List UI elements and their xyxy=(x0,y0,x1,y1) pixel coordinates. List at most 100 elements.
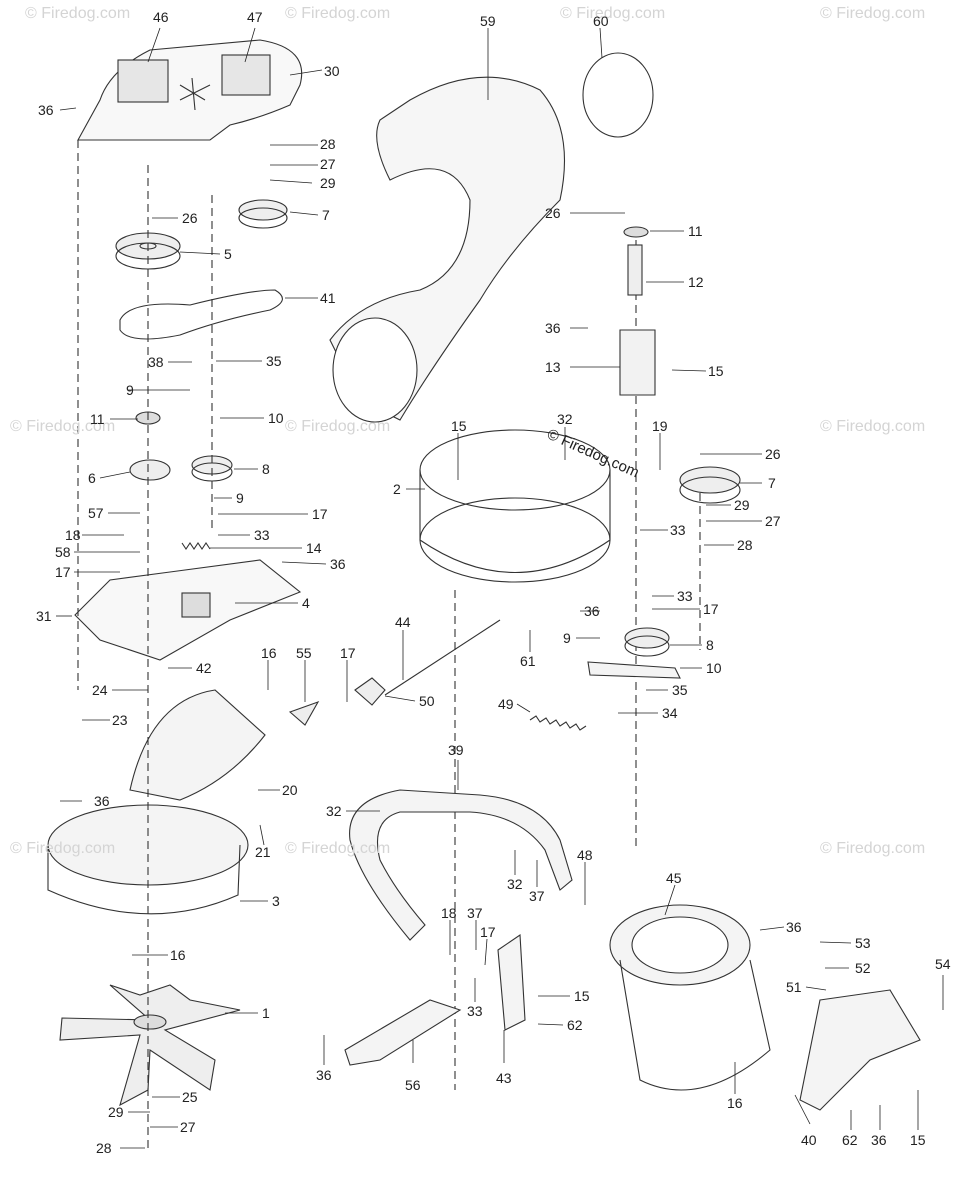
part-label-48[interactable]: 48 xyxy=(577,847,593,863)
part-label-26[interactable]: 26 xyxy=(545,205,561,221)
part-label-10[interactable]: 10 xyxy=(268,410,284,426)
part-label-39[interactable]: 39 xyxy=(448,742,464,758)
part-label-7[interactable]: 7 xyxy=(768,475,776,491)
part-label-15[interactable]: 15 xyxy=(910,1132,926,1148)
part-label-36[interactable]: 36 xyxy=(584,603,600,619)
part-label-41[interactable]: 41 xyxy=(320,290,336,306)
part-label-61[interactable]: 61 xyxy=(520,653,536,669)
part-label-36[interactable]: 36 xyxy=(545,320,561,336)
part-label-44[interactable]: 44 xyxy=(395,614,411,630)
part-label-36[interactable]: 36 xyxy=(94,793,110,809)
part-label-17[interactable]: 17 xyxy=(703,601,719,617)
part-label-49[interactable]: 49 xyxy=(498,696,514,712)
part-label-32[interactable]: 32 xyxy=(326,803,342,819)
part-label-31[interactable]: 31 xyxy=(36,608,52,624)
part-label-28[interactable]: 28 xyxy=(320,136,336,152)
part-label-62[interactable]: 62 xyxy=(842,1132,858,1148)
part-label-58[interactable]: 58 xyxy=(55,544,71,560)
part-label-51[interactable]: 51 xyxy=(786,979,802,995)
part-label-36[interactable]: 36 xyxy=(786,919,802,935)
part-label-9[interactable]: 9 xyxy=(236,490,244,506)
part-label-19[interactable]: 19 xyxy=(652,418,668,434)
part-label-26[interactable]: 26 xyxy=(182,210,198,226)
part-label-59[interactable]: 59 xyxy=(480,13,496,29)
part-label-55[interactable]: 55 xyxy=(296,645,312,661)
part-label-29[interactable]: 29 xyxy=(320,175,336,191)
part-label-33[interactable]: 33 xyxy=(670,522,686,538)
part-label-50[interactable]: 50 xyxy=(419,693,435,709)
part-label-18[interactable]: 18 xyxy=(441,905,457,921)
part-label-29[interactable]: 29 xyxy=(734,497,750,513)
part-label-36[interactable]: 36 xyxy=(871,1132,887,1148)
part-label-27[interactable]: 27 xyxy=(765,513,781,529)
part-label-36[interactable]: 36 xyxy=(38,102,54,118)
part-label-13[interactable]: 13 xyxy=(545,359,561,375)
part-label-5[interactable]: 5 xyxy=(224,246,232,262)
part-label-11[interactable]: 11 xyxy=(688,223,703,239)
part-label-18[interactable]: 18 xyxy=(65,527,81,543)
part-label-30[interactable]: 30 xyxy=(324,63,340,79)
part-label-11[interactable]: 11 xyxy=(90,411,105,427)
part-label-45[interactable]: 45 xyxy=(666,870,682,886)
part-label-60[interactable]: 60 xyxy=(593,13,609,29)
part-label-12[interactable]: 12 xyxy=(688,274,704,290)
part-label-26[interactable]: 26 xyxy=(765,446,781,462)
part-label-32[interactable]: 32 xyxy=(557,411,573,427)
part-label-57[interactable]: 57 xyxy=(88,505,104,521)
part-label-38[interactable]: 38 xyxy=(148,354,164,370)
part-label-17[interactable]: 17 xyxy=(340,645,356,661)
part-label-15[interactable]: 15 xyxy=(708,363,724,379)
part-label-9[interactable]: 9 xyxy=(563,630,571,646)
part-label-36[interactable]: 36 xyxy=(330,556,346,572)
part-label-8[interactable]: 8 xyxy=(706,637,714,653)
part-label-8[interactable]: 8 xyxy=(262,461,270,477)
part-label-9[interactable]: 9 xyxy=(126,382,134,398)
part-label-33[interactable]: 33 xyxy=(677,588,693,604)
part-label-15[interactable]: 15 xyxy=(574,988,590,1004)
part-label-27[interactable]: 27 xyxy=(320,156,336,172)
part-label-1[interactable]: 1 xyxy=(262,1005,270,1021)
part-label-33[interactable]: 33 xyxy=(254,527,270,543)
part-label-17[interactable]: 17 xyxy=(312,506,328,522)
part-label-16[interactable]: 16 xyxy=(261,645,277,661)
part-label-42[interactable]: 42 xyxy=(196,660,212,676)
part-label-16[interactable]: 16 xyxy=(170,947,186,963)
part-label-2[interactable]: 2 xyxy=(393,481,401,497)
part-label-32[interactable]: 32 xyxy=(507,876,523,892)
part-label-17[interactable]: 17 xyxy=(55,564,71,580)
part-label-36[interactable]: 36 xyxy=(316,1067,332,1083)
part-label-47[interactable]: 47 xyxy=(247,9,263,25)
part-label-15[interactable]: 15 xyxy=(451,418,467,434)
part-label-3[interactable]: 3 xyxy=(272,893,280,909)
part-label-33[interactable]: 33 xyxy=(467,1003,483,1019)
part-label-53[interactable]: 53 xyxy=(855,935,871,951)
part-label-17[interactable]: 17 xyxy=(480,924,496,940)
part-label-52[interactable]: 52 xyxy=(855,960,871,976)
part-label-20[interactable]: 20 xyxy=(282,782,298,798)
part-label-28[interactable]: 28 xyxy=(737,537,753,553)
part-label-62[interactable]: 62 xyxy=(567,1017,583,1033)
part-label-40[interactable]: 40 xyxy=(801,1132,817,1148)
part-label-4[interactable]: 4 xyxy=(302,595,310,611)
part-label-25[interactable]: 25 xyxy=(182,1089,198,1105)
part-label-7[interactable]: 7 xyxy=(322,207,330,223)
part-label-27[interactable]: 27 xyxy=(180,1119,196,1135)
part-label-37[interactable]: 37 xyxy=(529,888,545,904)
part-label-21[interactable]: 21 xyxy=(255,844,271,860)
part-label-46[interactable]: 46 xyxy=(153,9,169,25)
part-label-14[interactable]: 14 xyxy=(306,540,322,556)
part-label-34[interactable]: 34 xyxy=(662,705,678,721)
part-label-37[interactable]: 37 xyxy=(467,905,483,921)
part-label-29[interactable]: 29 xyxy=(108,1104,124,1120)
part-label-56[interactable]: 56 xyxy=(405,1077,421,1093)
part-label-10[interactable]: 10 xyxy=(706,660,722,676)
part-label-43[interactable]: 43 xyxy=(496,1070,512,1086)
part-label-23[interactable]: 23 xyxy=(112,712,128,728)
part-label-6[interactable]: 6 xyxy=(88,470,96,486)
part-label-28[interactable]: 28 xyxy=(96,1140,112,1156)
part-label-54[interactable]: 54 xyxy=(935,956,951,972)
part-label-35[interactable]: 35 xyxy=(672,682,688,698)
part-label-16[interactable]: 16 xyxy=(727,1095,743,1111)
part-label-24[interactable]: 24 xyxy=(92,682,108,698)
part-label-35[interactable]: 35 xyxy=(266,353,282,369)
